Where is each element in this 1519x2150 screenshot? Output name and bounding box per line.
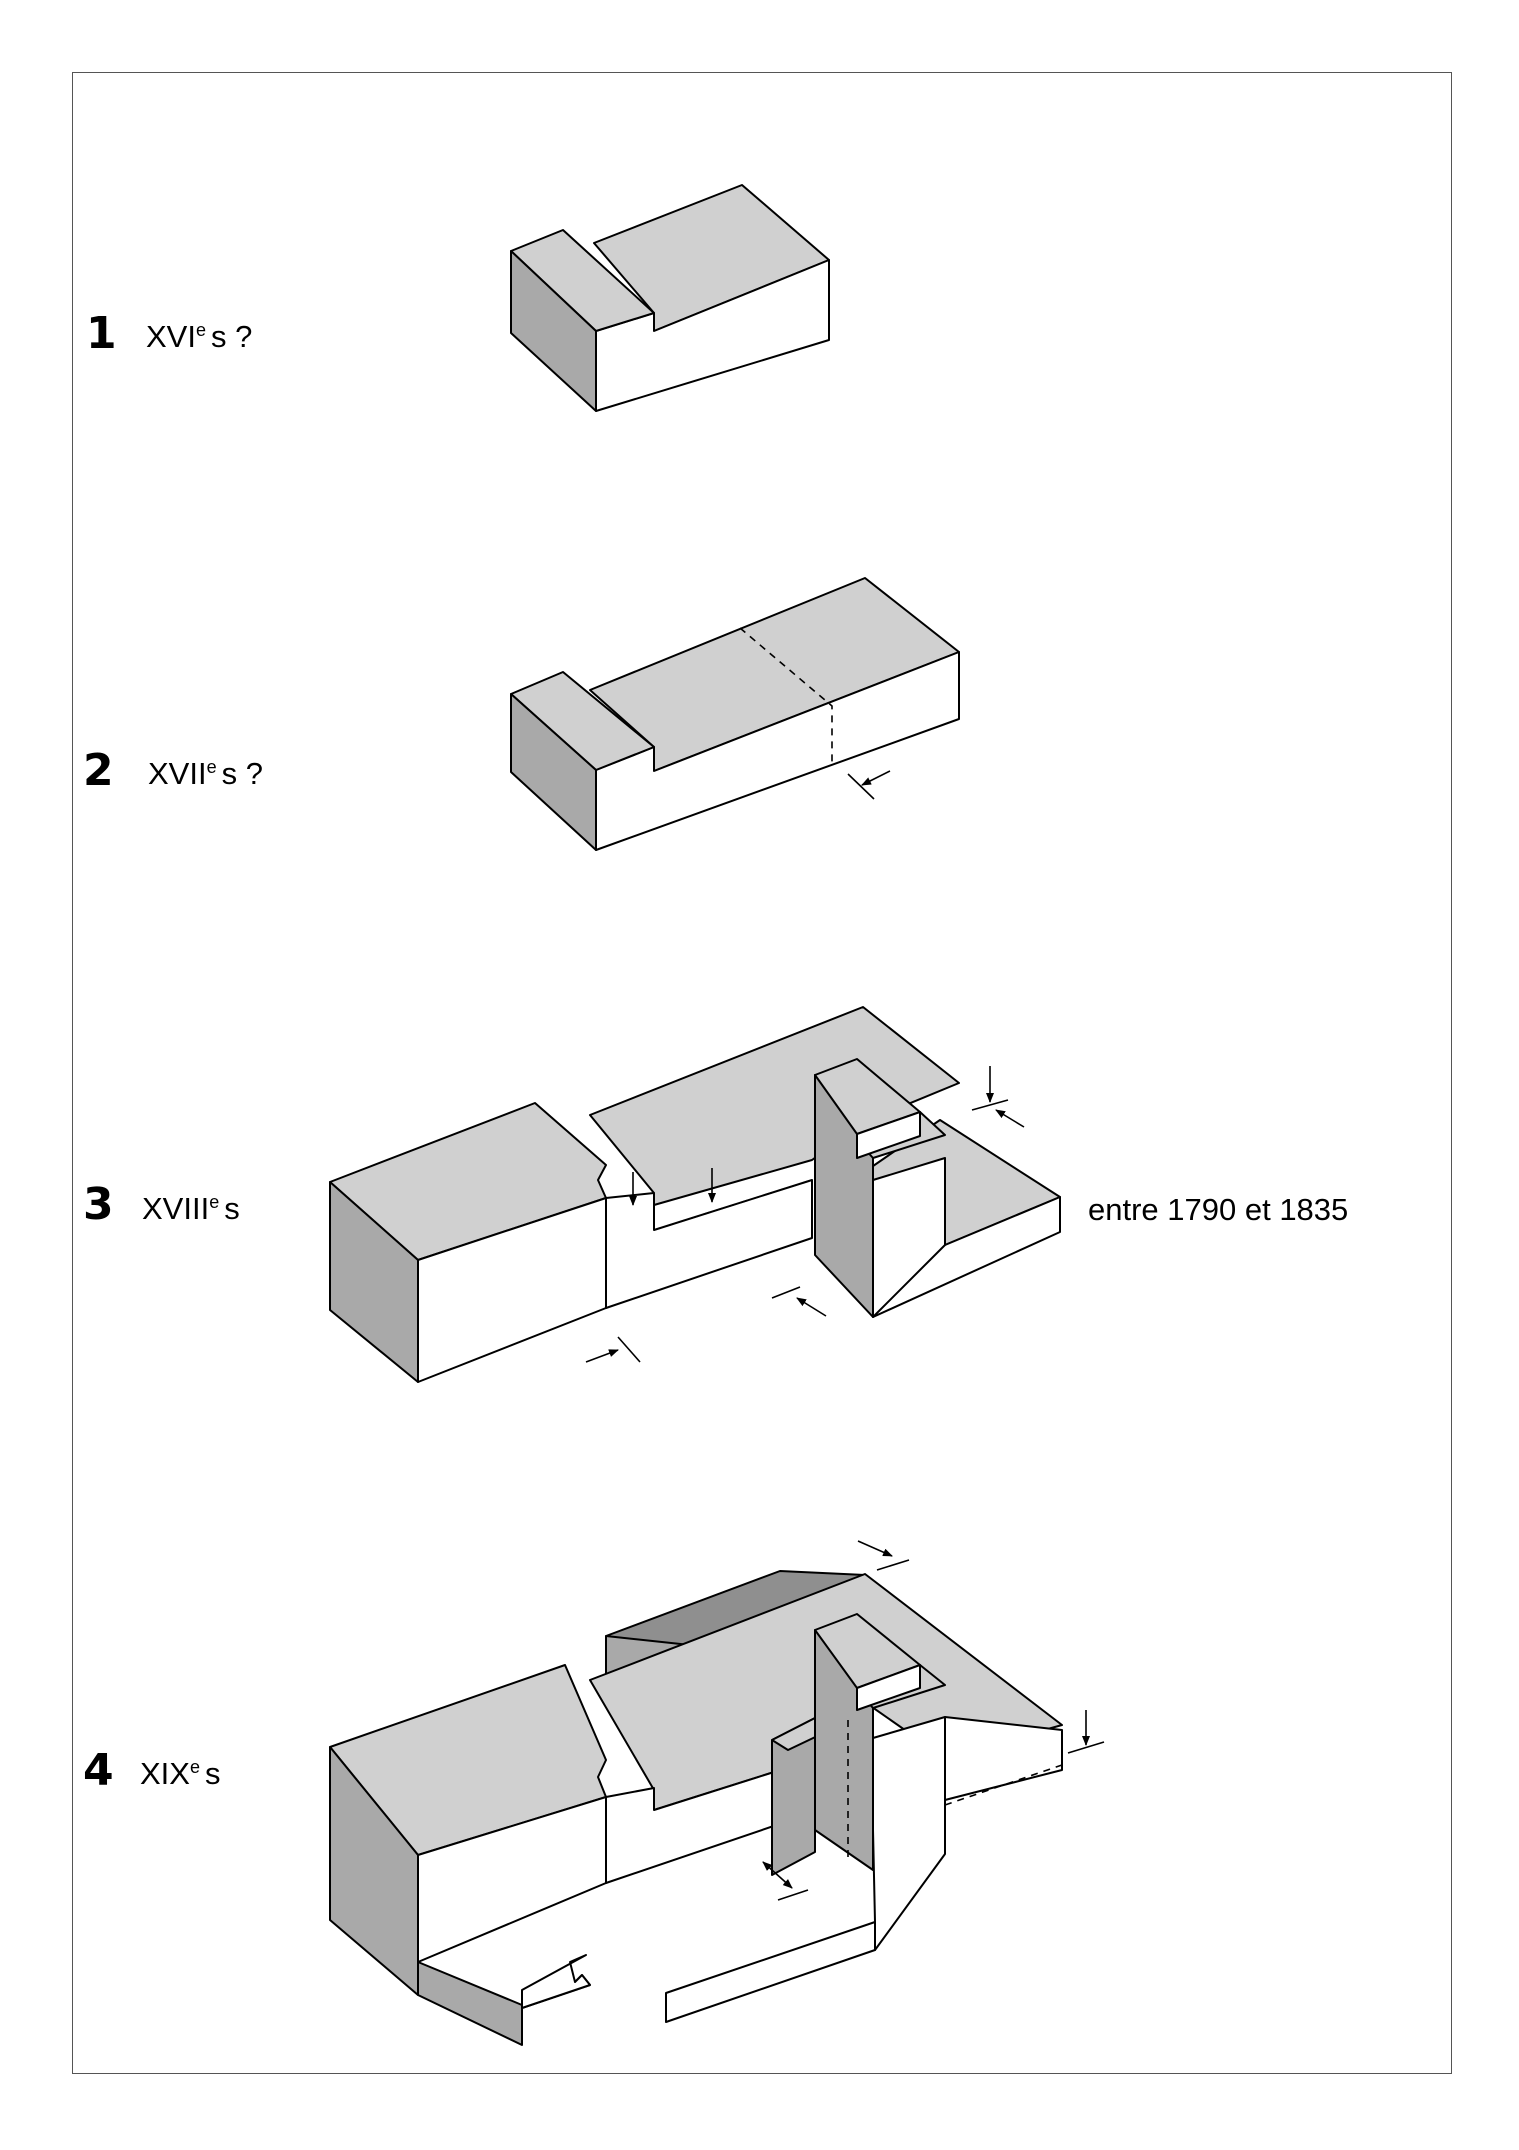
arrow-wing [796, 1297, 827, 1317]
date-range-annotation: entre 1790 et 1835 [1088, 1192, 1348, 1227]
arrow-top [857, 1540, 893, 1557]
stage-tail: s [224, 1191, 240, 1226]
tower-front [872, 1716, 946, 1951]
wing-front [944, 1716, 1063, 1801]
stage-tail: s ? [222, 756, 263, 791]
gable-side [510, 250, 597, 412]
tick-mark [617, 1336, 641, 1363]
stage-suffix: e [190, 1757, 200, 1777]
gable-side [510, 693, 597, 851]
stage-suffix: e [209, 1192, 219, 1212]
stage-century: XVII [148, 756, 207, 791]
arrow-right [995, 1109, 1025, 1128]
stage-number: 2 [83, 745, 114, 796]
stage-number: 4 [83, 1745, 114, 1796]
stage-century: XVI [146, 319, 196, 354]
tower-upper-front [856, 1111, 921, 1159]
tick-mark [847, 773, 875, 800]
building-stage-1 [510, 184, 830, 412]
tower-upper-front [856, 1664, 921, 1711]
tick-mark [876, 1559, 910, 1571]
tick-mark [971, 1099, 1009, 1111]
low-wall-front [521, 1954, 591, 2009]
stage-tail: s [205, 1756, 221, 1791]
stage-number: 1 [86, 308, 117, 359]
arrow-front [585, 1349, 619, 1363]
stage-suffix: e [207, 757, 217, 777]
building-stage-2 [510, 577, 960, 851]
extension-arrow [861, 770, 891, 786]
middle-wall [605, 1179, 813, 1309]
building-stage-4 [329, 1540, 1105, 2046]
stage-number: 3 [83, 1179, 114, 1230]
demolished-outline [653, 1179, 813, 1231]
stage-tail: s ? [211, 319, 252, 354]
tick-mark [1067, 1741, 1105, 1754]
demolished-outline [653, 1759, 813, 1811]
stage-century: XIX [140, 1756, 190, 1791]
main-block-gable [329, 1181, 419, 1383]
page-frame [72, 72, 1452, 2074]
extension-seam [739, 627, 833, 766]
ramp-wall [665, 1921, 876, 2023]
stage-suffix: e [196, 320, 206, 340]
tick-mark [777, 1889, 809, 1901]
building-stage-3 [329, 1006, 1061, 1383]
stage-century: XVIII [142, 1191, 209, 1226]
court-arrow [762, 1861, 793, 1889]
tick-mark [771, 1286, 801, 1299]
